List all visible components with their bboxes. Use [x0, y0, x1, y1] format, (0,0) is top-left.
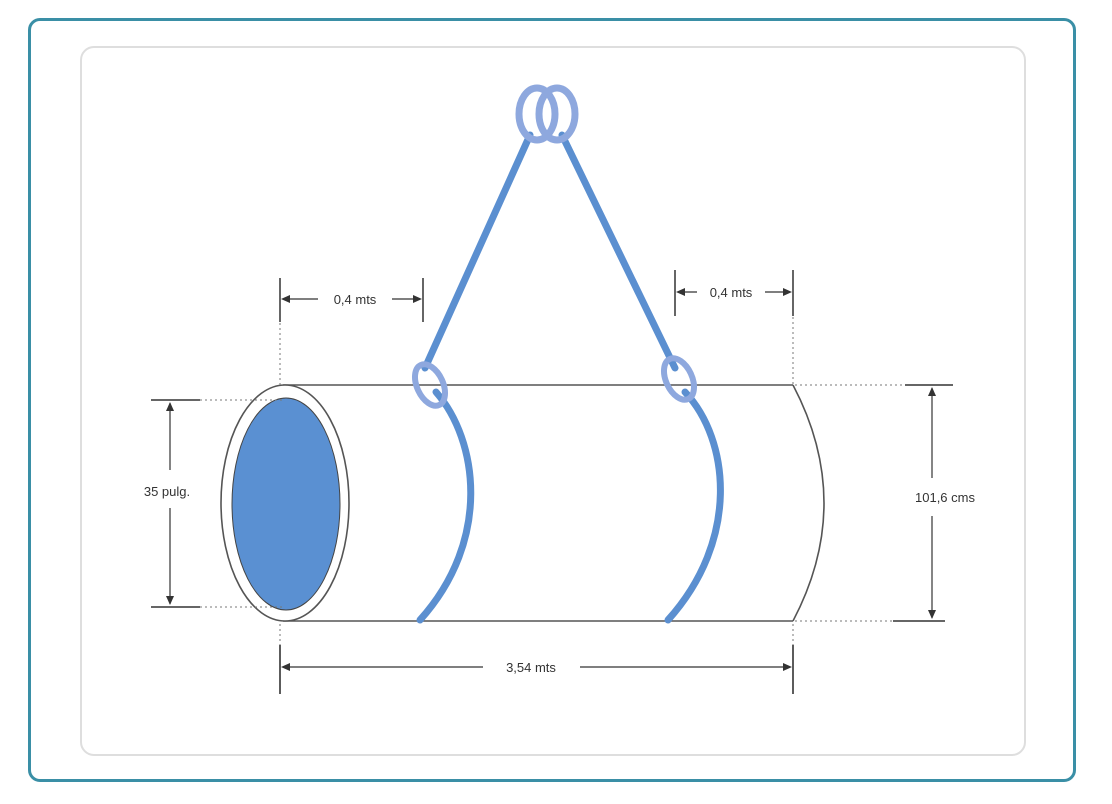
left-hitch-loop [411, 361, 449, 409]
pipe [220, 384, 825, 622]
dimension-pipe-length: 3,54 mts [279, 624, 794, 694]
pipe-far-end [792, 384, 825, 622]
inner-panel [80, 46, 1026, 756]
left-offset-label: 0,4 mts [334, 292, 377, 307]
sling-assembly [411, 84, 724, 624]
pipe-length-label: 3,54 mts [506, 660, 556, 675]
sling-left-wrap [416, 388, 475, 624]
dimension-right-offset: 0,4 mts [674, 270, 794, 385]
sling-left-leg [421, 131, 534, 372]
outer-diameter-label: 101,6 cms [915, 490, 975, 505]
sling-right-leg [558, 131, 679, 372]
top-shackle-left [515, 84, 559, 144]
top-shackle-right [535, 84, 579, 144]
dimension-outer-diameter: 101,6 cms [795, 384, 975, 622]
sling-right-wrap [664, 388, 724, 624]
dimension-inner-diameter: 35 pulg. [144, 399, 285, 608]
right-hitch-loop [660, 355, 698, 403]
inner-diameter-label: 35 pulg. [144, 484, 190, 499]
pipe-bore [231, 397, 341, 611]
right-offset-label: 0,4 mts [710, 285, 753, 300]
dimension-left-offset: 0,4 mts [279, 278, 424, 385]
